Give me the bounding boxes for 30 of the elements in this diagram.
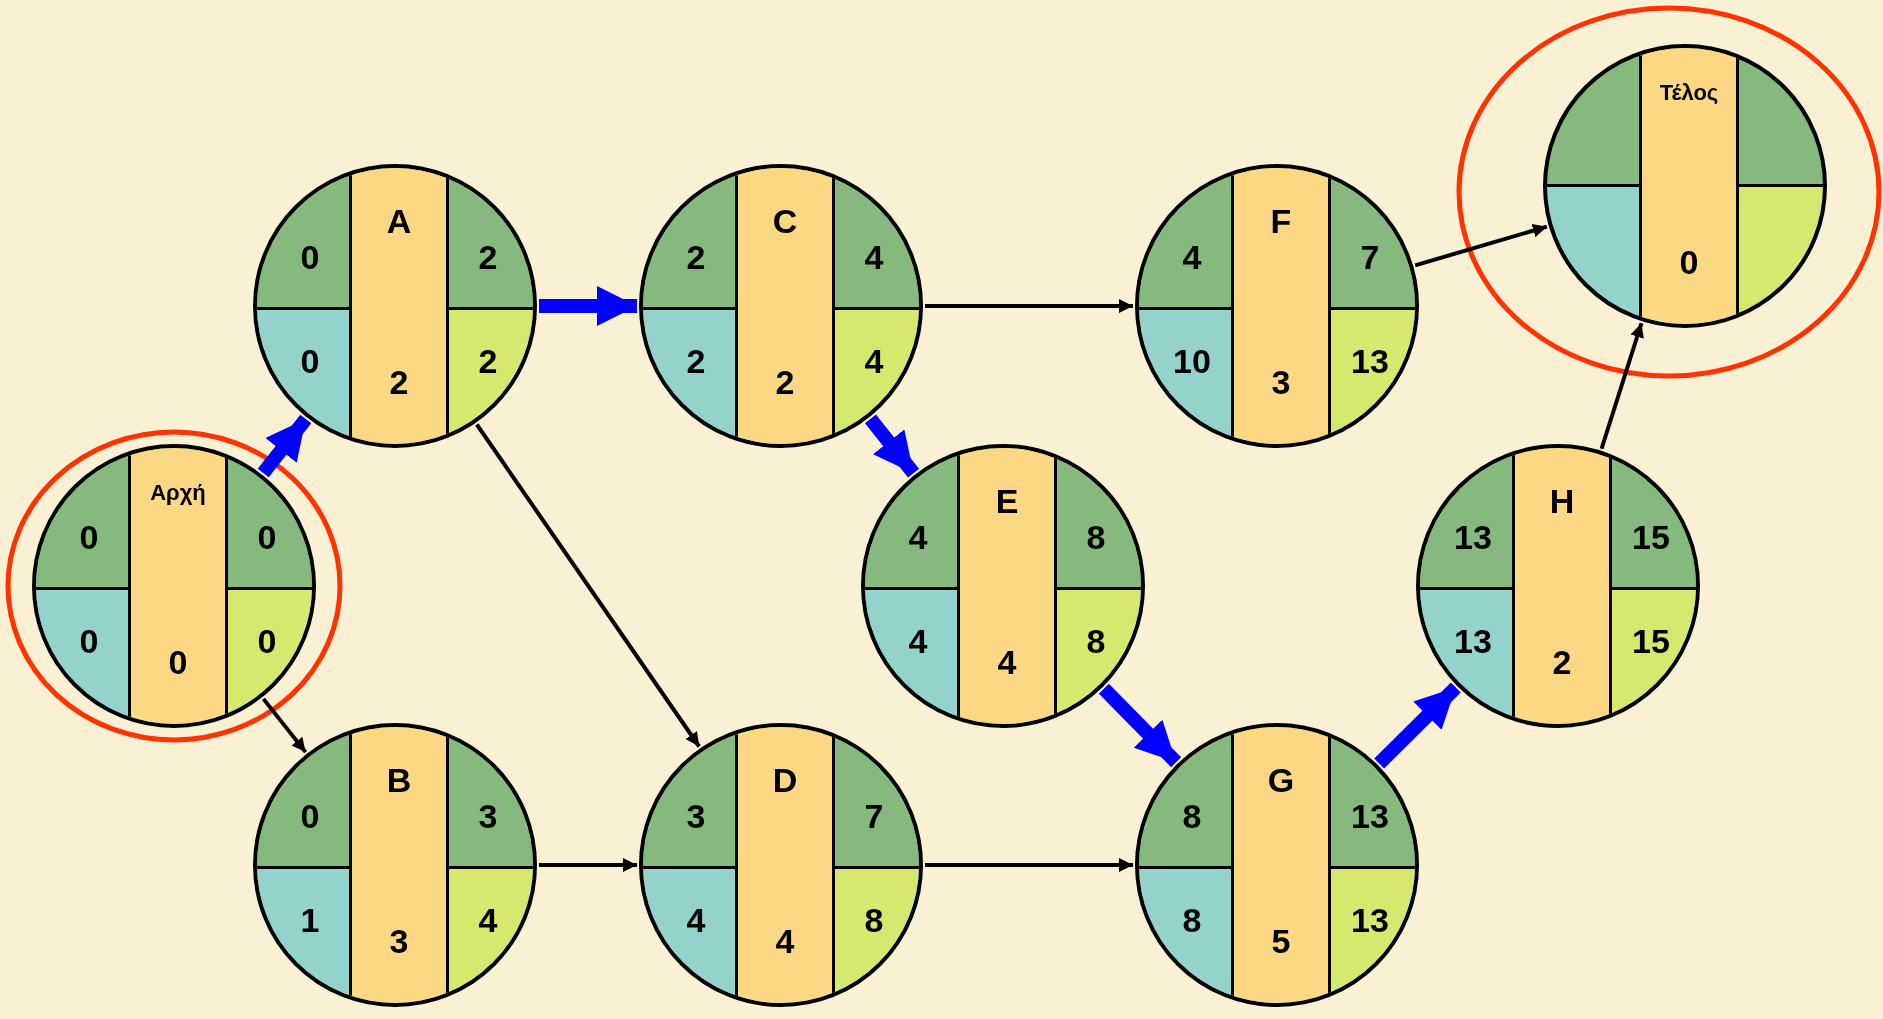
activity-name: G [1267, 760, 1295, 801]
activity-name: B [386, 760, 412, 801]
duration-value: 2 [1552, 642, 1572, 683]
arrow [1098, 683, 1182, 768]
arrow [925, 299, 1133, 313]
duration-value: 3 [389, 921, 409, 962]
activity-name: Αρχή [150, 479, 206, 507]
arrow [1374, 682, 1461, 769]
activity-name: D [772, 760, 798, 801]
arrow [925, 858, 1133, 872]
activity-name: E [995, 481, 1019, 522]
duration-value: 4 [997, 642, 1017, 683]
duration-value: 2 [389, 362, 409, 403]
arrow [539, 858, 637, 872]
activity-name: F [1270, 201, 1292, 242]
duration-value: 5 [1271, 921, 1291, 962]
arrow [539, 286, 637, 326]
arrow [261, 697, 308, 754]
duration-value: 2 [775, 362, 795, 403]
activity-name: Τέλος [1659, 79, 1719, 107]
arrow [475, 423, 701, 748]
activity-name: A [386, 201, 412, 242]
duration-value: 3 [1271, 362, 1291, 403]
activity-name: H [1549, 481, 1575, 522]
activity-name: C [772, 201, 798, 242]
duration-value: 4 [775, 921, 795, 962]
arrow [865, 414, 919, 478]
duration-value: 0 [168, 642, 188, 683]
duration-value: 0 [1679, 242, 1699, 283]
arrow [257, 414, 312, 478]
